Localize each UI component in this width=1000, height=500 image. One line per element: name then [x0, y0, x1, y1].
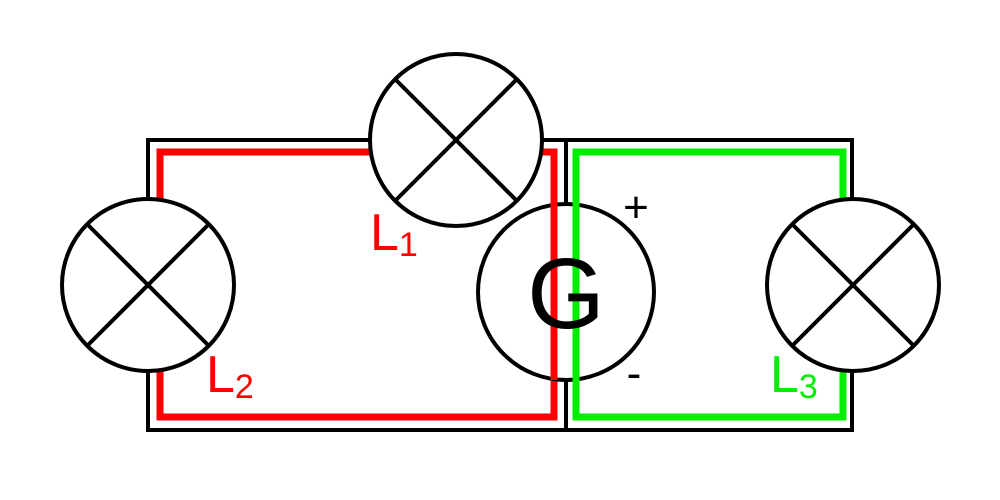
generator-symbol: G: [527, 238, 605, 350]
lamp-top-cross-b: [393, 77, 519, 203]
lamp-right-cross-b: [790, 222, 916, 348]
loop-label-l1: L1: [370, 204, 418, 264]
generator: G: [476, 200, 656, 382]
lamp-left: [60, 197, 236, 373]
generator-icon: [476, 202, 656, 382]
generator-minus-sign: -: [627, 349, 642, 398]
lamp-left-cross-b: [85, 222, 211, 348]
generator-plus-sign: +: [623, 183, 649, 232]
loop-label-l2: L2: [206, 346, 254, 406]
loop-label-l3: L3: [770, 346, 818, 406]
lamp-top: [368, 52, 544, 228]
lamp-right: [765, 197, 941, 373]
